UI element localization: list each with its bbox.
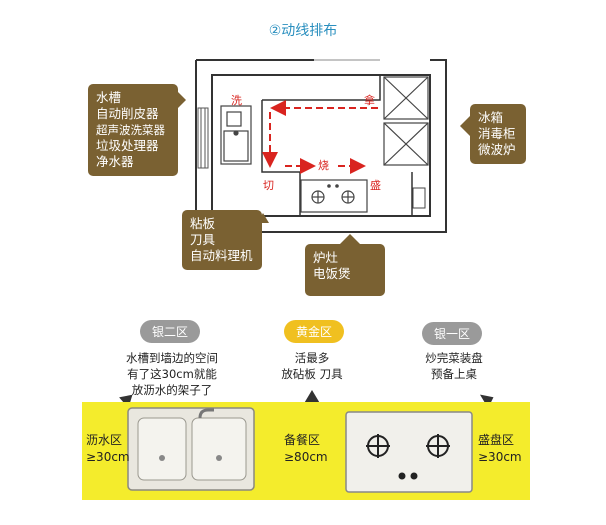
- note-line: 放沥水的架子了: [131, 383, 213, 397]
- plan-stove: [300, 179, 368, 213]
- note-line: 炒完菜装盘: [425, 351, 483, 365]
- note-line: 预备上桌: [431, 367, 477, 381]
- label-serve: 盛: [370, 179, 381, 192]
- zone-label-line: 备餐区: [284, 433, 321, 447]
- diagram-title: ②动线排布: [268, 23, 338, 39]
- stove-area-callout: 炉灶 电饭煲: [305, 244, 385, 296]
- zone-label-serve: 盛盘区 ≥30cm: [478, 432, 522, 466]
- zone-label-line: 沥水区: [86, 433, 123, 447]
- callout-line: 消毒柜: [478, 126, 516, 141]
- window: [197, 107, 209, 169]
- zone-note-prep: 活最多 放砧板 刀具: [262, 350, 362, 382]
- callout-line: 超声波洗菜器: [96, 123, 165, 137]
- zone-note-drain: 水槽到墙边的空间 有了这30cm就能 放沥水的架子了: [112, 350, 232, 398]
- callout-line: 冰箱: [478, 110, 504, 125]
- label-wash: 洗: [231, 94, 242, 107]
- zone-label-line: ≥30cm: [478, 450, 522, 464]
- zone-label-prep: 备餐区 ≥80cm: [284, 432, 328, 466]
- zone-label-line: 盛盘区: [478, 433, 515, 447]
- inner-counter-left: [261, 100, 300, 173]
- zone-label-drain: 沥水区 ≥30cm: [86, 432, 130, 466]
- note-line: 水槽到墙边的空间: [126, 351, 218, 365]
- callout-line: 炉灶: [313, 250, 339, 265]
- label-cut: 切: [263, 179, 274, 192]
- zone-badge-silver-two: 银二区: [140, 320, 201, 343]
- zone-badge-gold: 黄金区: [284, 320, 345, 343]
- plan-sink: [220, 105, 252, 165]
- note-line: 活最多: [294, 351, 330, 365]
- counter-cooktop: [345, 411, 473, 493]
- inner-counter-top: [262, 75, 381, 101]
- callout-line: 刀具: [190, 232, 216, 247]
- flow-arrows: [262, 100, 378, 174]
- label-cook: 烧: [318, 159, 329, 172]
- callout-line: 自动料理机: [190, 248, 253, 263]
- callout-line: 微波炉: [478, 142, 516, 157]
- plan-fridge: [383, 76, 429, 166]
- zone-label-line: ≥80cm: [284, 450, 328, 464]
- callout-line: 粘板: [190, 216, 216, 231]
- label-take: 拿: [364, 94, 375, 107]
- plan-fixture: [412, 187, 426, 209]
- callout-line: 水槽: [96, 90, 122, 105]
- callout-line: 净水器: [96, 154, 134, 169]
- outer-wall: [195, 59, 447, 233]
- fridge-area-callout: 冰箱 消毒柜 微波炉: [470, 104, 526, 164]
- zone-label-line: ≥30cm: [86, 450, 130, 464]
- note-line: 有了这30cm就能: [127, 367, 217, 381]
- callout-line: 电饭煲: [313, 266, 351, 281]
- callout-line: 垃圾处理器: [96, 138, 159, 153]
- sink-area-callout: 水槽 自动削皮器 超声波洗菜器 垃圾处理器 净水器: [88, 84, 178, 176]
- zone-note-serve: 炒完菜装盘 预备上桌: [404, 350, 504, 382]
- callout-line: 自动削皮器: [96, 106, 159, 121]
- counter-sink: [127, 407, 255, 491]
- prep-area-callout: 粘板 刀具 自动料理机: [182, 210, 262, 270]
- note-line: 放砧板 刀具: [281, 367, 343, 381]
- zone-badge-silver-one: 银一区: [422, 322, 483, 345]
